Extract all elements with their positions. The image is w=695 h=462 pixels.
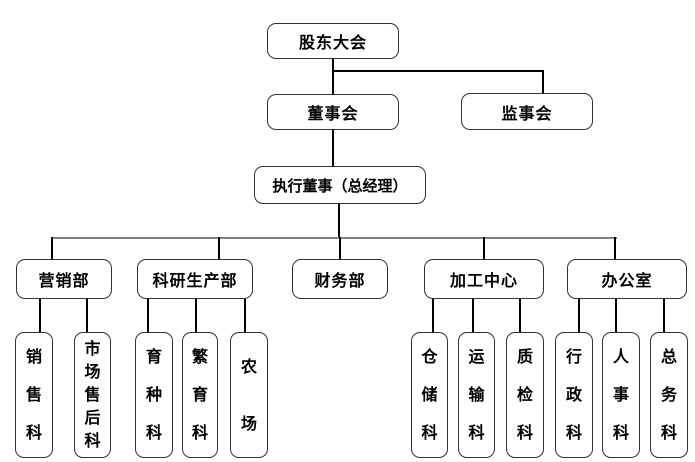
node-label-char: 科: [565, 423, 582, 442]
connector-drop-office: [614, 237, 616, 259]
node-label-char: 科: [660, 423, 677, 442]
node-label-char: 务: [660, 385, 677, 404]
node-general-affairs-section: 总务科: [650, 332, 688, 458]
node-finance-dept: 财务部: [292, 259, 388, 299]
node-quality-inspection-section: 质检科: [506, 332, 544, 458]
node-label: 加工中心: [449, 271, 518, 290]
node-label-char: 繁: [191, 347, 208, 366]
node-label-char: 农: [240, 356, 257, 376]
connector-drop-admin: [578, 299, 580, 332]
connector-drop-transport: [472, 299, 474, 332]
node-executive-director: 执行董事（总经理）: [254, 166, 426, 204]
connector-board-to-executive: [332, 130, 334, 166]
node-farm: 农场: [230, 332, 268, 458]
node-label-char: 售: [25, 385, 42, 404]
node-hr-section: 人事科: [602, 332, 640, 458]
connector-root-horizontal: [332, 70, 544, 72]
node-admin-section: 行政科: [555, 332, 593, 458]
node-market-aftersales-section: 市场售后科: [74, 332, 111, 458]
connector-drop-breeding: [147, 299, 149, 332]
node-label-char: 场: [240, 413, 257, 433]
node-propagation-section: 繁育科: [182, 332, 218, 458]
connector-root-to-board: [332, 59, 334, 94]
node-sales-section: 销售科: [15, 332, 53, 458]
connector-department-bus: [51, 237, 617, 239]
node-label-char: 运: [468, 347, 485, 366]
node-label-char: 育: [145, 347, 162, 366]
connector-drop-processing: [483, 237, 485, 259]
node-label-char: 科: [421, 423, 438, 442]
connector-drop-farm: [244, 299, 246, 332]
node-label: 股东大会: [298, 33, 367, 52]
node-shareholders-meeting: 股东大会: [267, 23, 399, 59]
node-label-char: 政: [565, 385, 582, 404]
node-label-char: 输: [468, 385, 485, 404]
node-label-char: 科: [612, 423, 629, 442]
node-label-char: 科: [516, 423, 533, 442]
node-label-char: 科: [468, 423, 485, 442]
node-office: 办公室: [567, 259, 687, 299]
node-label: 科研生产部: [152, 271, 238, 290]
connector-drop-sales: [39, 299, 41, 332]
connector-drop-quality: [519, 299, 521, 332]
node-label-char: 科: [84, 430, 101, 450]
node-label: 监事会: [501, 103, 553, 123]
node-label: 执行董事（总经理）: [272, 176, 408, 195]
node-label-char: 市: [84, 339, 101, 359]
node-board-of-directors: 董事会: [267, 94, 399, 130]
node-label-char: 场: [84, 362, 101, 382]
connector-drop-warehouse: [432, 299, 434, 332]
node-breeding-section: 育种科: [135, 332, 173, 458]
node-label-char: 检: [516, 385, 533, 404]
node-label-char: 科: [25, 423, 42, 442]
node-transport-section: 运输科: [458, 332, 495, 458]
connector-drop-research: [218, 237, 220, 259]
node-label-char: 总: [660, 347, 677, 366]
connector-drop-market-aftersales: [86, 299, 88, 332]
connector-drop-propagation: [195, 299, 197, 332]
node-label-char: 育: [191, 385, 208, 404]
node-marketing-dept: 营销部: [16, 259, 112, 299]
node-label: 办公室: [601, 271, 653, 290]
node-supervisory-board: 监事会: [461, 93, 593, 130]
node-label-char: 仓: [421, 347, 438, 366]
node-label-char: 质: [516, 347, 533, 366]
node-label-char: 事: [612, 385, 629, 404]
node-label-char: 储: [421, 385, 438, 404]
node-label: 营销部: [38, 271, 90, 290]
connector-drop-general-affairs: [663, 299, 665, 332]
node-label-char: 售: [84, 384, 101, 404]
connector-executive-to-bus: [338, 204, 340, 239]
node-processing-center: 加工中心: [424, 259, 544, 299]
node-label-char: 行: [565, 347, 582, 366]
node-label-char: 科: [191, 423, 208, 442]
node-label: 财务部: [314, 271, 366, 290]
node-label-char: 人: [612, 347, 629, 366]
connector-to-supervisory: [542, 70, 544, 94]
node-label: 董事会: [307, 104, 359, 123]
node-warehouse-section: 仓储科: [411, 332, 448, 458]
node-label-char: 后: [84, 407, 101, 427]
node-label-char: 科: [145, 423, 162, 442]
node-label-char: 种: [145, 385, 162, 404]
connector-drop-finance: [339, 237, 341, 259]
node-label-char: 销: [25, 347, 42, 366]
connector-drop-marketing: [51, 237, 53, 259]
connector-drop-hr: [615, 299, 617, 332]
node-research-production-dept: 科研生产部: [137, 259, 253, 299]
